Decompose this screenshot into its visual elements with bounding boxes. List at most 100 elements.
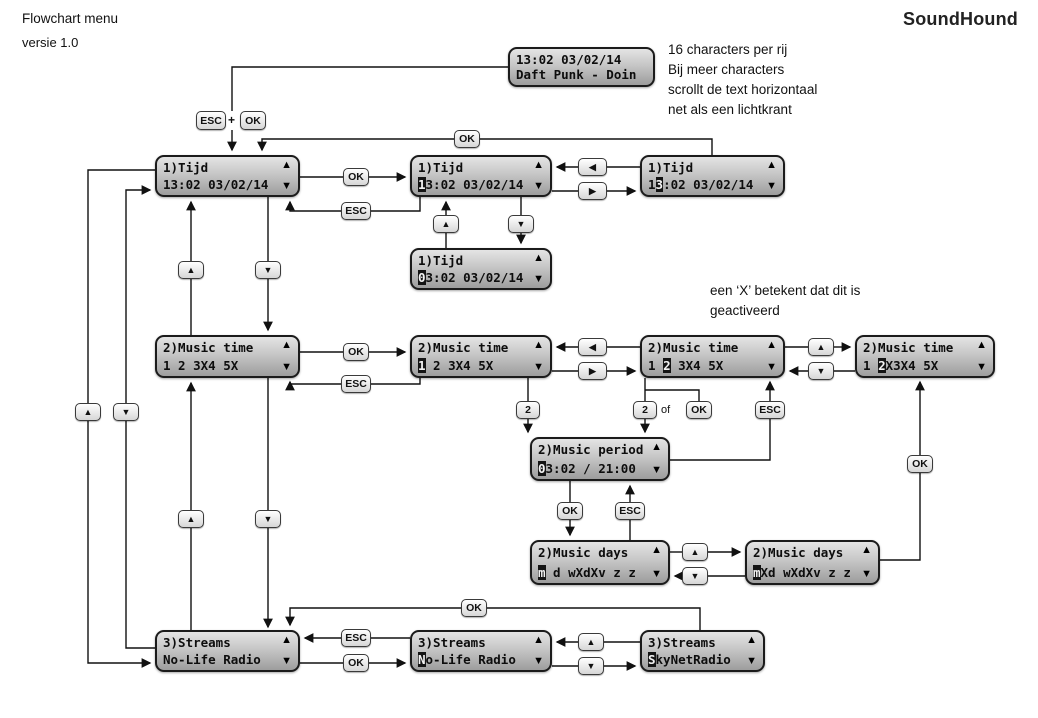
lcd-line2: No-Life Radio xyxy=(418,652,516,667)
nav-up-button-1: ▲ xyxy=(178,261,204,279)
lcd-line1: 2)Music time xyxy=(418,340,509,355)
lcd-line1: 2)Music time xyxy=(648,340,739,355)
lcd-line2: 1 2X3X4 5X xyxy=(863,358,939,373)
scroll-up-icon: ▲ xyxy=(766,339,777,351)
lcd-tijd-edit-digit2: 1)Tijd 13:02 03/02/14 ▲▼ xyxy=(640,155,785,197)
lcd-music-days-activated: 2)Music days mXd wXdXv z z ▲▼ xyxy=(745,540,880,585)
esc-button-days: ESC xyxy=(615,502,645,520)
scroll-up-icon: ▲ xyxy=(281,159,292,171)
lcd-line2: 03:02 03/02/14 xyxy=(418,270,524,285)
lcd-music-period: 2)Music period 03:02 / 21:00 ▲ ▼ xyxy=(530,437,670,481)
of-label: of xyxy=(661,404,671,416)
brand-logo: SoundHound xyxy=(903,9,1018,29)
scroll-note-line: net als een lichtkrant xyxy=(668,102,792,117)
ok-button-days-confirm: OK xyxy=(907,455,933,473)
left-button-music: ◀ xyxy=(578,338,607,356)
nav-up-button-far: ▲ xyxy=(75,403,101,421)
lcd-line2: m d wXdXv z z xyxy=(538,565,636,580)
up-button-tijd-digit: ▲ xyxy=(433,215,459,233)
ok-button-streams: OK xyxy=(343,654,369,672)
lcd-idle-display: 13:02 03/02/14 Daft Punk - Doin xyxy=(508,47,655,87)
up-button-days: ▲ xyxy=(682,543,708,561)
lcd-streams-edit: 3)Streams No-Life Radio ▲ ▼ xyxy=(410,630,552,672)
scroll-down-icon: ▼ xyxy=(533,361,544,373)
scroll-up-icon: ▲ xyxy=(281,634,292,646)
scroll-down-icon: ▼ xyxy=(766,180,777,192)
ok-button-tijd-return: OK xyxy=(454,130,480,148)
ok-button-streams-return: OK xyxy=(461,599,487,617)
scroll-down-icon: ▼ xyxy=(746,655,757,667)
nav-down-button-far: ▼ xyxy=(113,403,139,421)
two-button-music2: 2 xyxy=(633,401,657,419)
page-title: Flowchart menu xyxy=(22,11,119,26)
ok-button-combo: OK xyxy=(240,111,266,130)
scroll-down-icon: ▼ xyxy=(533,180,544,192)
lcd-line1: 1)Tijd xyxy=(418,253,464,268)
scroll-up-icon: ▲ xyxy=(533,634,544,646)
lcd-line2: Daft Punk - Doin xyxy=(516,67,637,82)
activation-note: een ‘X’ betekent dat dit is geactiveerd xyxy=(710,281,860,321)
scroll-down-icon: ▼ xyxy=(281,180,292,192)
scroll-note-line: scrollt de text horizontaal xyxy=(668,82,818,97)
lcd-line2: 1 2 3X4 5X xyxy=(648,358,724,373)
esc-button-combo: ESC xyxy=(196,111,226,130)
scroll-down-icon: ▼ xyxy=(281,361,292,373)
lcd-line1: 2)Music period xyxy=(538,442,644,457)
down-button-streams: ▼ xyxy=(578,657,604,675)
scroll-down-icon: ▼ xyxy=(766,361,777,373)
lcd-line2: mXd wXdXv z z xyxy=(753,565,851,580)
scroll-up-icon: ▲ xyxy=(766,159,777,171)
lcd-streams-alt: 3)Streams SkyNetRadio ▲ ▼ xyxy=(640,630,765,672)
down-button-music-toggle: ▼ xyxy=(808,362,834,380)
lcd-menu-tijd: 1)Tijd 13:02 03/02/14 ▲ ▼ xyxy=(155,155,300,197)
scroll-down-icon: ▼ xyxy=(533,655,544,667)
scroll-down-icon: ▼ xyxy=(651,568,662,580)
lcd-line1: 1)Tijd xyxy=(648,160,694,175)
lcd-line2: No-Life Radio xyxy=(163,652,261,667)
lcd-line1: 3)Streams xyxy=(648,635,716,650)
scroll-up-icon: ▲ xyxy=(651,544,662,556)
ok-button-music: OK xyxy=(343,343,369,361)
lcd-line1: 2)Music time xyxy=(163,340,254,355)
nav-up-button-2: ▲ xyxy=(178,510,204,528)
lcd-menu-music-time: 2)Music time 1 2 3X4 5X ▲▼ xyxy=(155,335,300,378)
lcd-music-time-edit-day1: 2)Music time 1 2 3X4 5X ▲ ▼ xyxy=(410,335,552,378)
lcd-line2: 1 2 3X4 5X xyxy=(418,358,494,373)
lcd-line2: 03:02 / 21:00 xyxy=(538,461,636,476)
scroll-down-icon: ▼ xyxy=(281,655,292,667)
scroll-note-line: Bij meer characters xyxy=(668,62,785,77)
version-label: versie 1.0 xyxy=(22,35,79,50)
ok-button-period-enter: OK xyxy=(686,401,712,419)
right-button-music: ▶ xyxy=(578,362,607,380)
lcd-line1: 2)Music time xyxy=(863,340,954,355)
lcd-line2: 1 2 3X4 5X xyxy=(163,358,239,373)
lcd-tijd-edit-digit1: 1)Tijd 13:02 03/02/14 ▲▼ xyxy=(410,155,552,197)
left-button-tijd: ◀ xyxy=(578,158,607,176)
scroll-up-icon: ▲ xyxy=(651,441,662,453)
lcd-music-days: 2)Music days m d wXdXv z z ▲ ▼ xyxy=(530,540,670,585)
lcd-line1: 3)Streams xyxy=(418,635,486,650)
lcd-music-time-day2-activated: 2)Music time 1 2X3X4 5X ▲▼ xyxy=(855,335,995,378)
ok-button-period: OK xyxy=(557,502,583,520)
lcd-line2: 13:02 03/02/14 xyxy=(163,177,269,192)
scroll-up-icon: ▲ xyxy=(533,159,544,171)
lcd-line1: 1)Tijd xyxy=(163,160,209,175)
scroll-down-icon: ▼ xyxy=(651,464,662,476)
scroll-up-icon: ▲ xyxy=(533,339,544,351)
lcd-line2: 13:02 03/02/14 xyxy=(418,177,524,192)
lcd-line1: 2)Music days xyxy=(538,545,629,560)
lcd-line1: 3)Streams xyxy=(163,635,231,650)
plus-label: + xyxy=(228,113,236,127)
lcd-line1: 2)Music days xyxy=(753,545,844,560)
esc-button-streams: ESC xyxy=(341,629,371,647)
esc-button-music-edit: ESC xyxy=(755,401,785,419)
nav-down-button-1: ▼ xyxy=(255,261,281,279)
lcd-music-time-edit-day2: 2)Music time 1 2 3X4 5X ▲ ▼ xyxy=(640,335,785,378)
scroll-down-icon: ▼ xyxy=(861,568,872,580)
scroll-note-line: 16 characters per rij xyxy=(668,42,788,57)
lcd-line2: SkyNetRadio xyxy=(648,652,731,667)
esc-button-tijd: ESC xyxy=(341,202,371,220)
scroll-up-icon: ▲ xyxy=(746,634,757,646)
scroll-note: 16 characters per rij Bij meer character… xyxy=(668,40,817,120)
